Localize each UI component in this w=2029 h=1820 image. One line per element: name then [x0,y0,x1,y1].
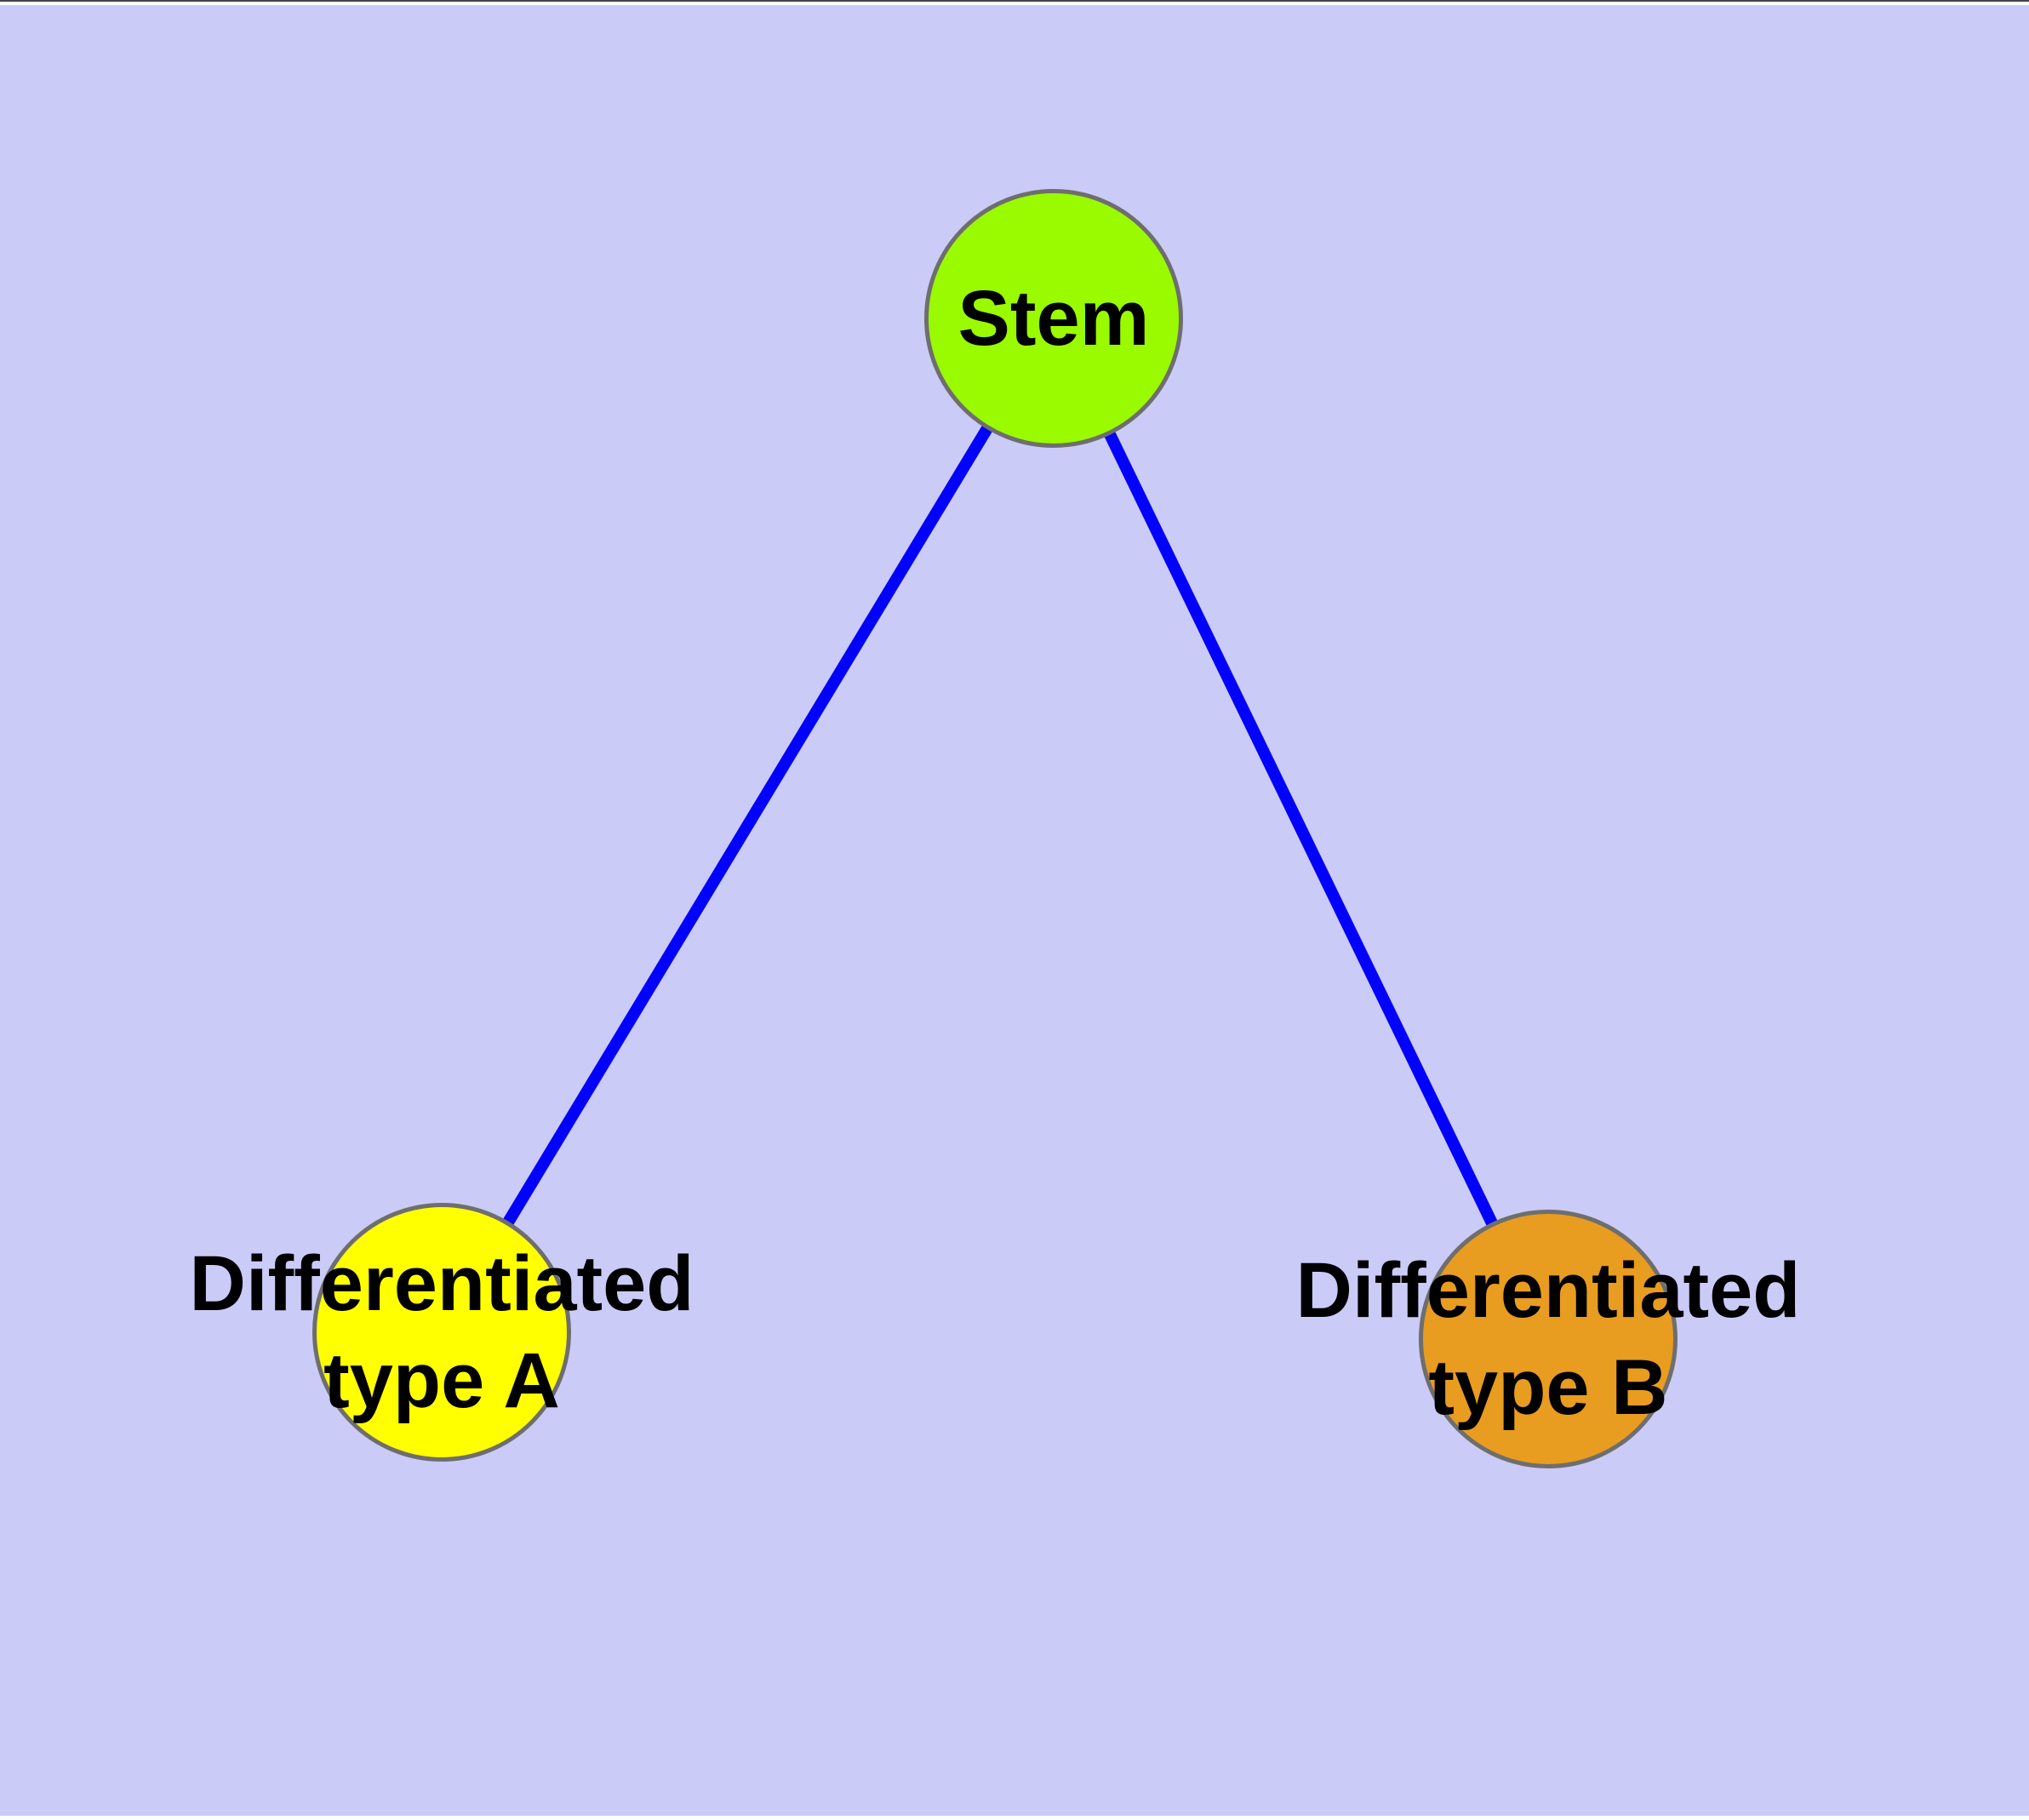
node-stem: Stem [924,189,1183,448]
node-differentiated-type-b: Differentiated type B [1296,1210,1800,1468]
window-bottom-margin [0,1816,2029,1820]
edge-stem-to-diff-b [1048,315,1554,1342]
node-stem-label: Stem [957,275,1150,362]
window-top-margin [0,2,2029,5]
node-differentiated-type-a: Differentiated type A [190,1203,694,1462]
edge-stem-to-diff-a [437,315,1059,1336]
window-top-edge-line [0,0,2029,2]
